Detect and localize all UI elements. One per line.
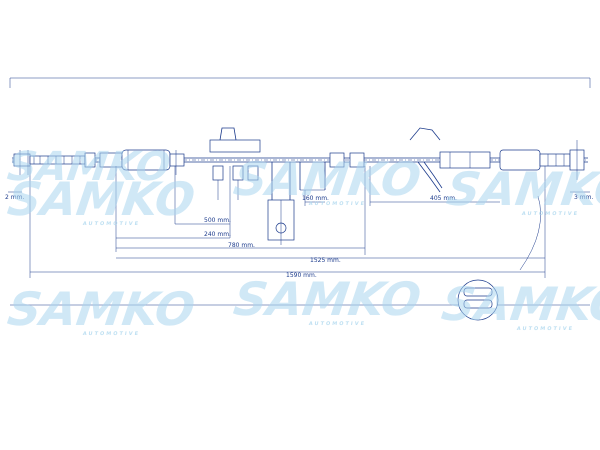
svg-text:SAMKO: SAMKO bbox=[443, 162, 600, 216]
left-ferrule bbox=[99, 149, 185, 175]
svg-text:AUTOMOTIVE: AUTOMOTIVE bbox=[82, 221, 140, 227]
dimension-lines bbox=[30, 201, 545, 273]
dim-label-405: 405 mm. bbox=[430, 195, 457, 202]
watermark-group: SAMKO AUTOMOTIVE SAMKO AUTOMOTIVE SAMKO … bbox=[4, 144, 600, 337]
right-end-fitting bbox=[409, 127, 585, 193]
dim-label-1525: 1525 mm. bbox=[310, 257, 341, 264]
svg-text:SAMKO: SAMKO bbox=[230, 152, 424, 206]
watermark-2: SAMKO AUTOMOTIVE bbox=[230, 152, 424, 207]
svg-text:AUTOMOTIVE: AUTOMOTIVE bbox=[521, 211, 579, 217]
sub-bracket bbox=[299, 152, 365, 191]
watermark-6: SAMKO AUTOMOTIVE bbox=[438, 277, 600, 332]
middle-bracket bbox=[209, 127, 261, 200]
svg-text:AUTOMOTIVE: AUTOMOTIVE bbox=[308, 321, 366, 327]
watermark-1: SAMKO AUTOMOTIVE bbox=[4, 172, 198, 227]
dim-label-780: 780 mm. bbox=[228, 242, 255, 249]
svg-text:SAMKO: SAMKO bbox=[4, 282, 198, 336]
dimension-extensions bbox=[8, 166, 590, 278]
svg-text:AUTOMOTIVE: AUTOMOTIVE bbox=[516, 326, 574, 332]
watermark-5: SAMKO AUTOMOTIVE bbox=[230, 272, 424, 327]
dim-label-3mm: 3 mm. bbox=[574, 194, 593, 201]
dim-label-1590: 1590 mm. bbox=[286, 272, 317, 279]
svg-text:AUTOMOTIVE: AUTOMOTIVE bbox=[82, 331, 140, 337]
left-end-fitting bbox=[13, 150, 96, 175]
dim-label-500: 500 mm. bbox=[204, 217, 231, 224]
dim-label-160: 160 mm. bbox=[302, 195, 329, 202]
dim-label-2mm: 2 mm. bbox=[5, 194, 24, 201]
svg-text:SAMKO: SAMKO bbox=[5, 144, 173, 190]
watermark-3: SAMKO AUTOMOTIVE bbox=[443, 162, 600, 217]
svg-text:AUTOMOTIVE: AUTOMOTIVE bbox=[308, 201, 366, 207]
watermark-4: SAMKO AUTOMOTIVE bbox=[4, 282, 198, 337]
watermark-7: SAMKO bbox=[5, 144, 173, 190]
dim-label-240: 240 mm. bbox=[204, 231, 231, 238]
dimension-labels: 2 mm. 500 mm. 240 mm. 780 mm. 1525 mm. 1… bbox=[5, 194, 593, 279]
svg-text:SAMKO: SAMKO bbox=[230, 272, 424, 326]
svg-text:SAMKO: SAMKO bbox=[438, 277, 600, 331]
svg-text:SAMKO: SAMKO bbox=[4, 172, 198, 226]
detail-section bbox=[457, 195, 541, 321]
hanger-clamp bbox=[267, 162, 295, 245]
